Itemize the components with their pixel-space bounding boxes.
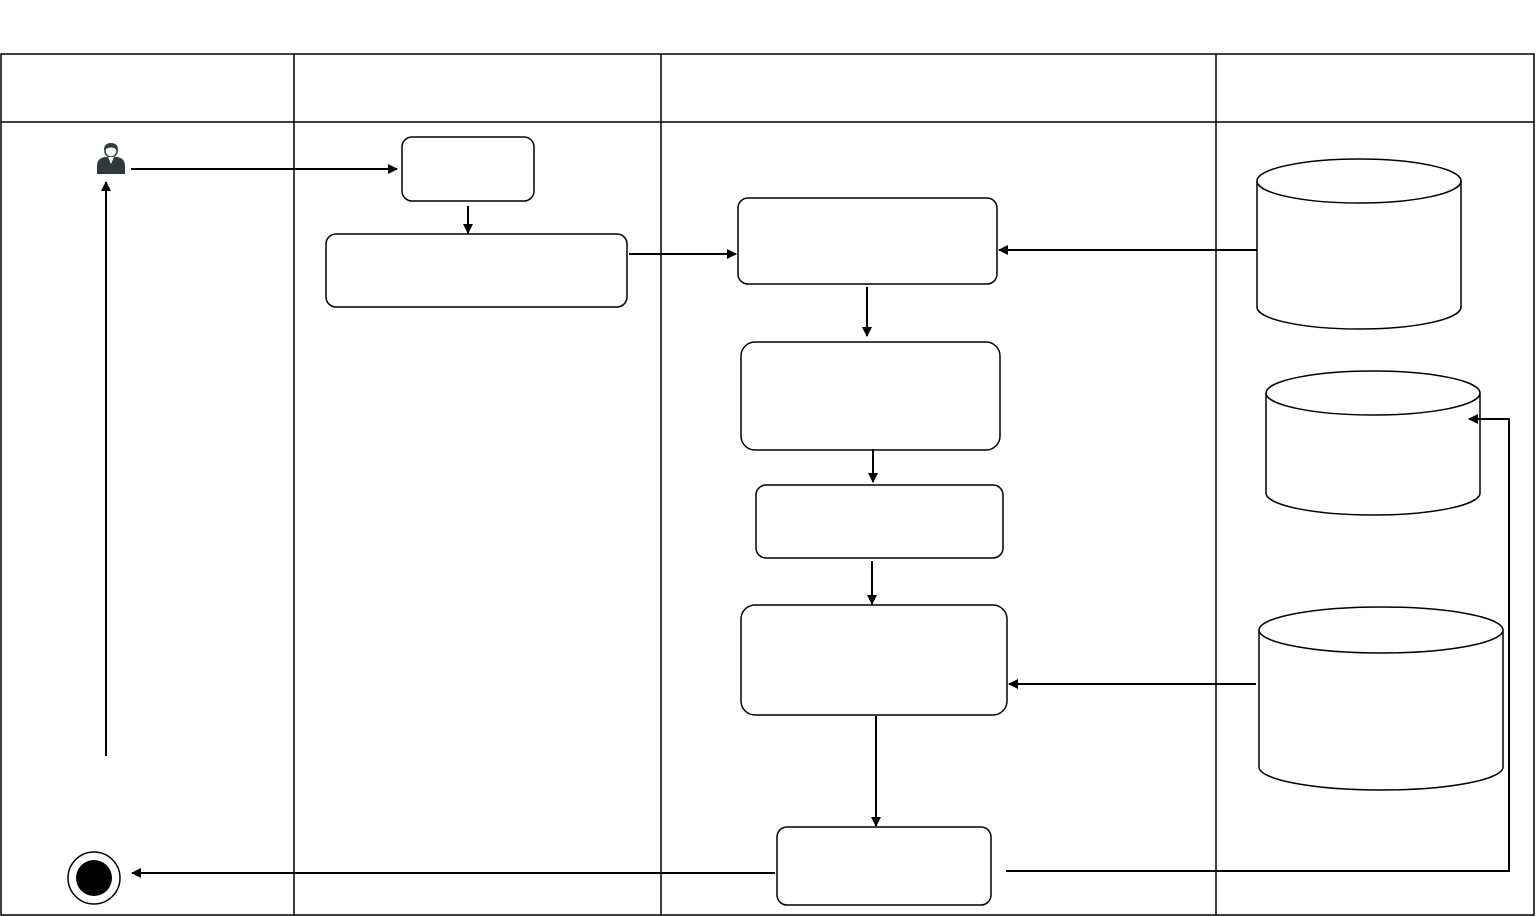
database-icon	[1256, 158, 1462, 330]
activity-box-1	[401, 136, 535, 202]
activity-box-2	[325, 233, 628, 308]
lane-border	[0, 53, 1535, 916]
user-icon	[97, 143, 125, 174]
activity-box-7	[776, 826, 992, 906]
database-icon	[1265, 370, 1481, 516]
database-icon	[1258, 606, 1504, 791]
arrow-connector	[1006, 414, 1510, 872]
activity-box-3	[737, 197, 998, 285]
final-node-icon	[67, 851, 121, 905]
activity-box-6	[740, 604, 1008, 716]
connectors	[101, 164, 1510, 878]
activity-box-5	[755, 484, 1004, 559]
swimlane-frame	[0, 53, 1535, 916]
activity-box-4	[740, 341, 1001, 451]
